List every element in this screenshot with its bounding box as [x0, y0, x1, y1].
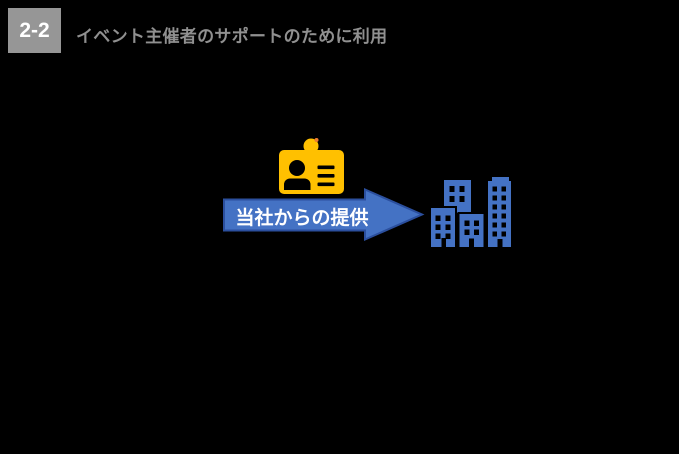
page-title: イベント主催者のサポートのために利用: [76, 27, 388, 46]
id-card-icon: [279, 138, 344, 194]
section-badge: 2-2: [8, 8, 61, 53]
section-badge-label: 2-2: [19, 18, 50, 42]
arrow-label: 当社からの提供: [235, 207, 369, 229]
right-arrow-icon: [223, 187, 425, 242]
clip-dot: [314, 138, 319, 142]
city-buildings-icon: [429, 177, 511, 248]
